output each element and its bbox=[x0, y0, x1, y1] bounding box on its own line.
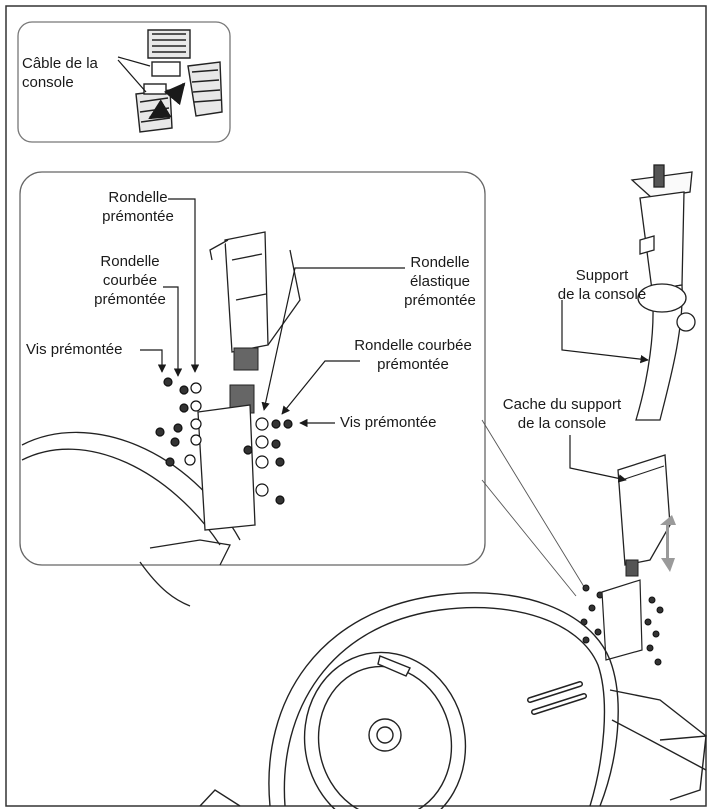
pre-washer-label-line-2: prémontée bbox=[102, 208, 174, 225]
pre-screw-left-label: Vis prémontée bbox=[26, 341, 123, 358]
support-cover-label: Cache du support de la console bbox=[498, 395, 626, 433]
console-support-label-line-1: Support bbox=[575, 267, 629, 284]
curved-washer-2-label: Rondelle courbée prémontée bbox=[343, 336, 483, 374]
curved-washer-label: Rondelle courbée prémontée bbox=[84, 252, 176, 309]
pre-washer-label: Rondelle prémontée bbox=[92, 188, 184, 226]
curved-washer-2-label-line-1: Rondelle courbée bbox=[354, 337, 472, 354]
console-support-label-line-2: de la console bbox=[557, 286, 647, 303]
curved-washer-2-label-line-2: prémontée bbox=[377, 356, 449, 373]
zoom-line-2 bbox=[481, 479, 577, 597]
main-frame bbox=[199, 592, 707, 809]
cable-leader-line-1 bbox=[117, 56, 151, 67]
support-cover-label-line-1: Cache du support bbox=[502, 396, 622, 413]
spring-washer-label-line-2: élastique bbox=[409, 273, 471, 290]
console-cable-label-line-2: console bbox=[22, 74, 74, 91]
spring-washer-label: Rondelle élastique prémontée bbox=[400, 253, 480, 310]
console-cable-label-line-1: Câble de la bbox=[22, 55, 98, 72]
console-support-label: Support de la console bbox=[554, 266, 650, 304]
curved-washer-label-line-3: prémontée bbox=[94, 291, 166, 308]
page-frame bbox=[5, 5, 707, 807]
support-cover-label-line-2: de la console bbox=[517, 415, 607, 432]
slide-double-arrow bbox=[660, 515, 676, 572]
zoom-line-1 bbox=[481, 419, 587, 591]
spring-washer-label-line-1: Rondelle bbox=[410, 254, 470, 271]
console-cable-label: Câble de la console bbox=[22, 54, 98, 92]
main-bracket bbox=[601, 579, 643, 661]
support-cover bbox=[617, 454, 671, 566]
detail-upper-connector bbox=[233, 347, 259, 371]
pre-washer-label-line-1: Rondelle bbox=[108, 189, 168, 206]
detail-lower-tube bbox=[197, 404, 256, 531]
detail-hardware-left bbox=[155, 377, 202, 467]
curved-washer-label-line-2: courbée bbox=[102, 272, 158, 289]
detail-hardware-right bbox=[243, 417, 293, 505]
spring-washer-label-line-3: prémontée bbox=[404, 292, 476, 309]
main-connector bbox=[625, 559, 639, 577]
support-leader-line bbox=[561, 300, 649, 364]
cover-leader-line bbox=[569, 435, 627, 483]
console-cable-plug-icon bbox=[135, 29, 223, 133]
cable-leader-line-2 bbox=[117, 59, 147, 93]
detail-upper-tube bbox=[209, 231, 301, 353]
curved-washer-label-line-1: Rondelle bbox=[100, 253, 160, 270]
main-hardware bbox=[580, 584, 664, 666]
pre-screw-right-label: Vis prémontée bbox=[340, 414, 437, 431]
detail-leader-lines bbox=[140, 198, 405, 428]
console-support-tube bbox=[630, 164, 696, 421]
